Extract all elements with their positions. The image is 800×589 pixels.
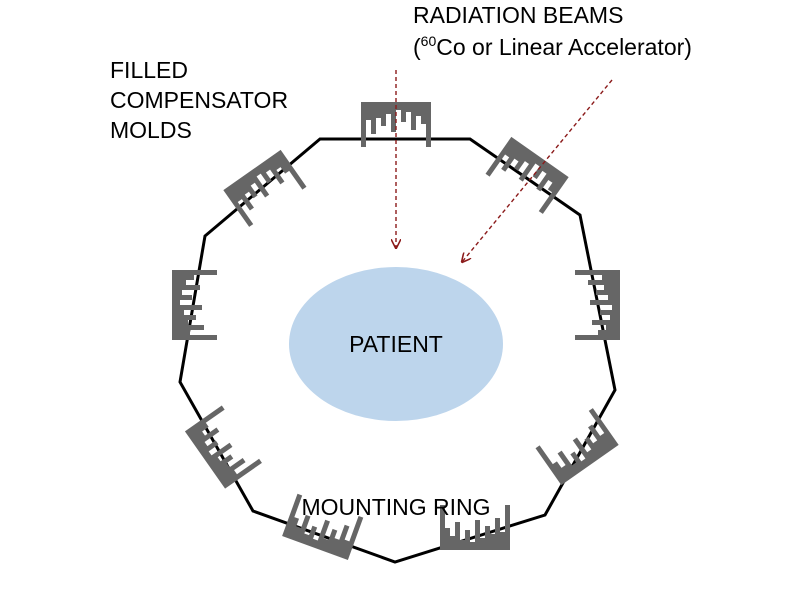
patient-ellipse (289, 267, 503, 421)
molds-label-line3: MOLDS (110, 117, 192, 143)
compensator-mold (535, 408, 619, 486)
molds-label-line2: COMPENSATOR (110, 87, 288, 113)
beam-arrow-oblique (462, 79, 613, 262)
beams-title: RADIATION BEAMS (413, 2, 623, 28)
mounting-ring-label: MOUNTING RING (301, 494, 490, 520)
molds-label-line1: FILLED (110, 57, 188, 83)
compensator-mold (485, 136, 569, 214)
compensator-mold (575, 270, 620, 340)
beams-subtitle: (60Co or Linear Accelerator) (413, 33, 692, 60)
compensator-mold (184, 405, 262, 489)
patient-label: PATIENT (349, 331, 443, 357)
compensator-mold (172, 270, 217, 340)
